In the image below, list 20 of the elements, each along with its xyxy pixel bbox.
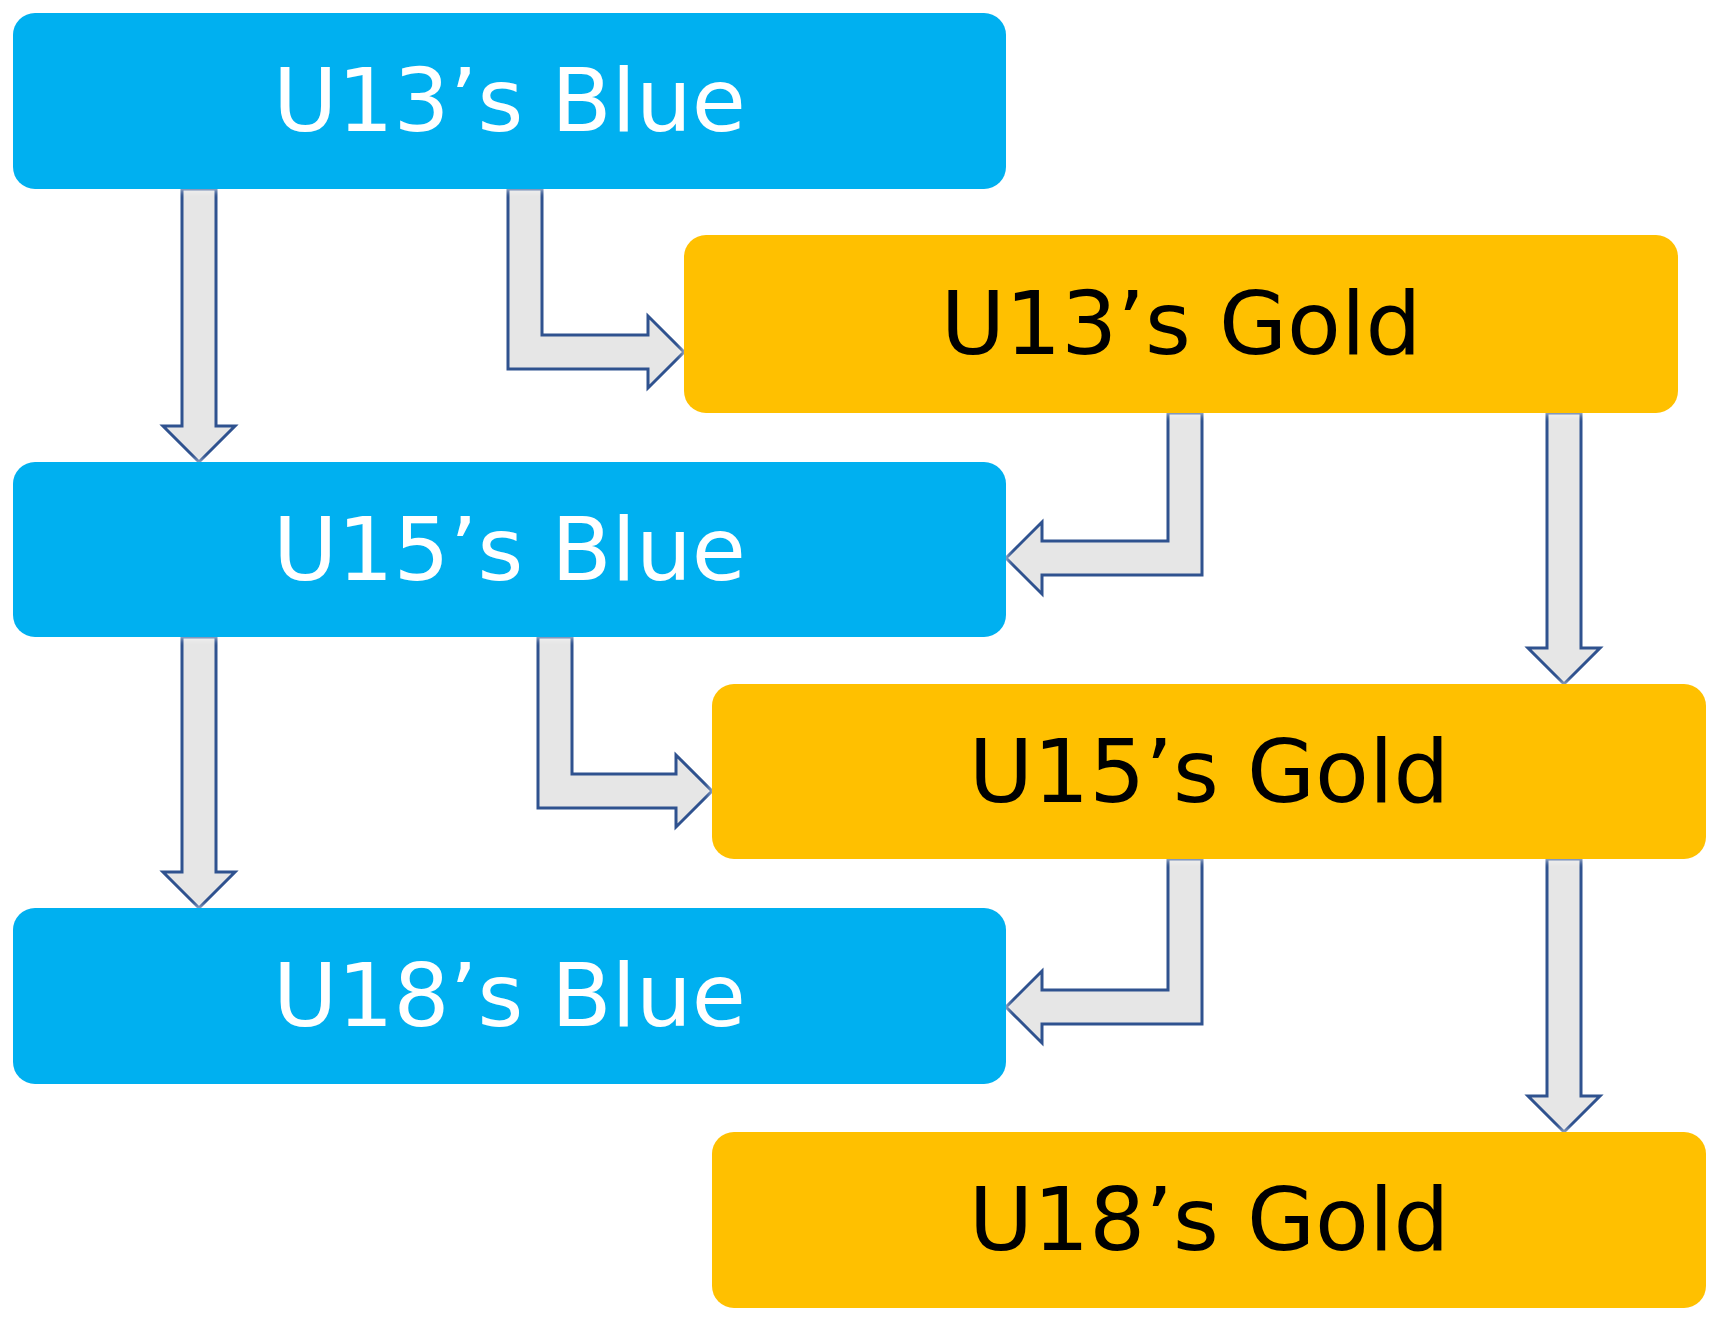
block-arrow: [506, 187, 687, 392]
block-arrow: [1524, 857, 1604, 1135]
process-box: [13, 13, 1006, 189]
process-box: [13, 908, 1006, 1084]
block-arrow: [159, 187, 239, 465]
process-box: [684, 235, 1678, 413]
box-label: U18’s Blue: [273, 952, 746, 1040]
box-label: U13’s Gold: [940, 280, 1422, 368]
block-arrow: [536, 635, 715, 831]
block-arrow: [1003, 857, 1204, 1047]
process-box: [13, 462, 1006, 637]
box-label: U13’s Blue: [273, 57, 746, 145]
process-box: [712, 1132, 1706, 1308]
process-box: [712, 684, 1706, 859]
block-arrow: [1003, 411, 1204, 598]
block-arrow: [159, 635, 239, 911]
block-arrow: [1524, 411, 1604, 687]
box-label: U18’s Gold: [968, 1176, 1450, 1264]
box-label: U15’s Blue: [273, 505, 746, 594]
box-label: U15’s Gold: [968, 727, 1450, 816]
